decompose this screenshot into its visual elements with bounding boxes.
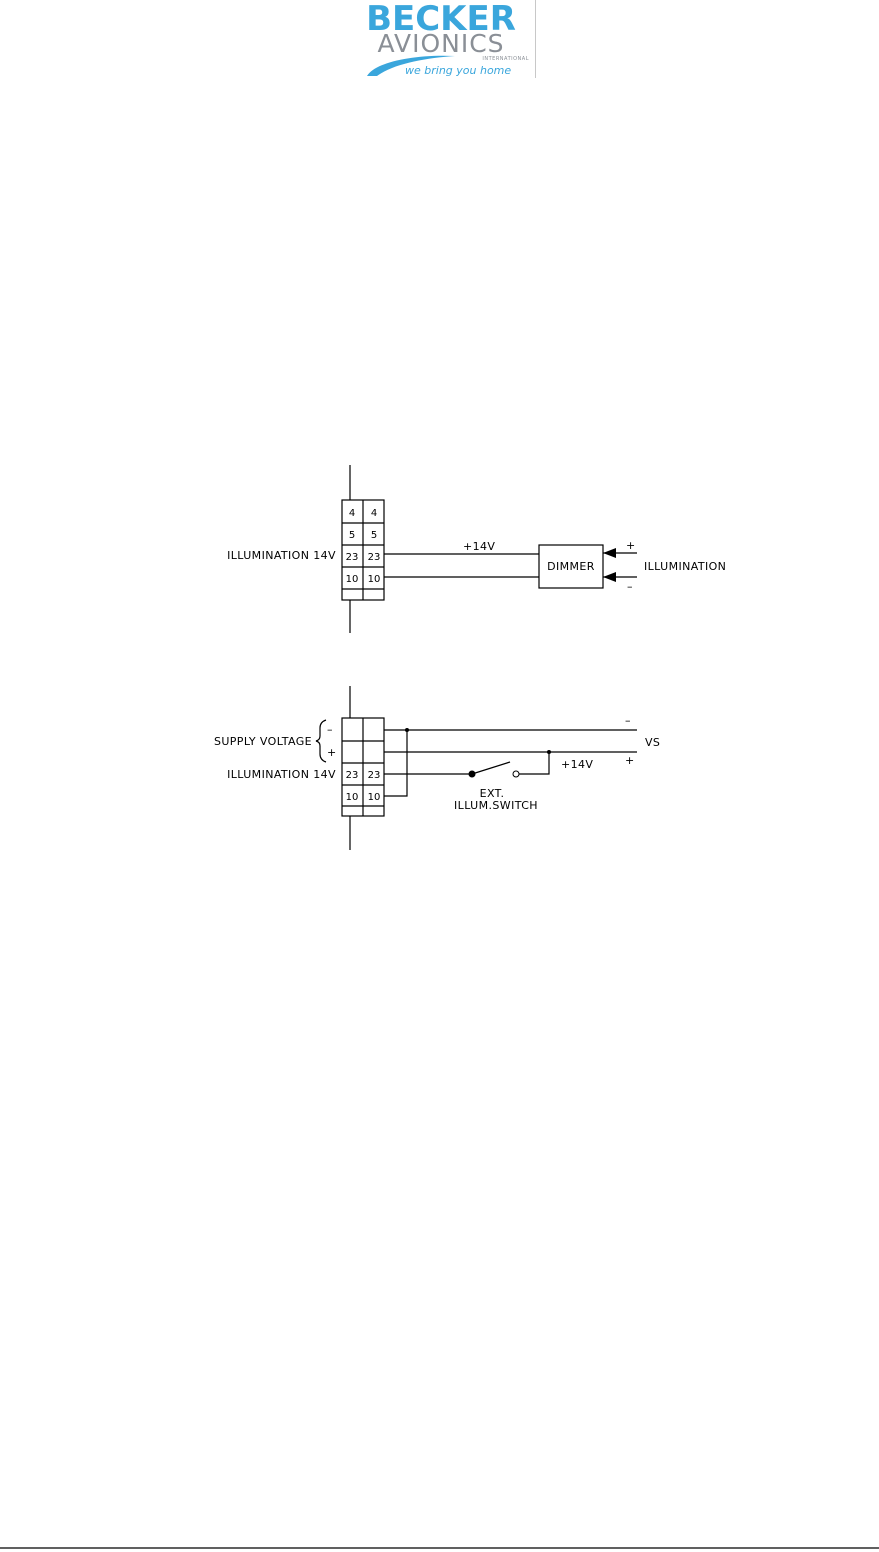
d1-pin-r-1: 4	[371, 508, 377, 519]
supply-plus-sign: +	[327, 746, 337, 759]
d1-pin-l-3: 23	[346, 552, 359, 563]
d1-pin-l-4: 10	[346, 574, 359, 585]
supply-voltage-label: SUPPLY VOLTAGE	[214, 735, 312, 748]
switch-to-plus-wire	[519, 752, 549, 774]
d1-wire-label: +14V	[463, 540, 495, 553]
d1-pin-r-4: 10	[368, 574, 381, 585]
switch-pivot-dot	[469, 771, 476, 778]
dimmer-label: DIMMER	[547, 560, 595, 573]
ext-illum-switch-blade	[472, 762, 510, 774]
d1-pin-l-2: 5	[349, 530, 355, 541]
d1-pin-r-3: 23	[368, 552, 381, 563]
d2-illumination-label: ILLUMINATION 14V	[227, 768, 336, 781]
vs-plus-sign: +	[625, 754, 635, 767]
d1-pin-r-2: 5	[371, 530, 377, 541]
d2-pin-r-4: 10	[368, 792, 381, 803]
diagram1-connector	[342, 465, 384, 633]
d1-plus-sign: +	[626, 539, 636, 552]
d2-pin-l-4: 10	[346, 792, 359, 803]
dimmer-plus-arrow	[603, 548, 616, 558]
junction-dot-minus	[405, 728, 409, 732]
diagram2-connector	[342, 686, 384, 850]
switch-label-illum: ILLUM.SWITCH	[454, 799, 538, 812]
dimmer-minus-arrow	[603, 572, 616, 582]
d1-input-label: ILLUMINATION	[644, 560, 726, 573]
d1-pin-l-1: 4	[349, 508, 355, 519]
diagram2-wire-ground-bridge	[384, 730, 407, 796]
supply-voltage-brace	[316, 720, 326, 762]
d2-wire-label: +14V	[561, 758, 593, 771]
d1-illumination-label: ILLUMINATION 14V	[227, 549, 336, 562]
d2-pin-r-3: 23	[368, 770, 381, 781]
supply-minus-sign: –	[327, 723, 333, 736]
vs-minus-sign: –	[625, 714, 631, 727]
switch-contact-open	[513, 771, 519, 777]
vs-label: VS	[645, 736, 660, 749]
d1-minus-sign: –	[627, 580, 633, 593]
d2-pin-l-3: 23	[346, 770, 359, 781]
junction-dot-plus	[547, 750, 551, 754]
